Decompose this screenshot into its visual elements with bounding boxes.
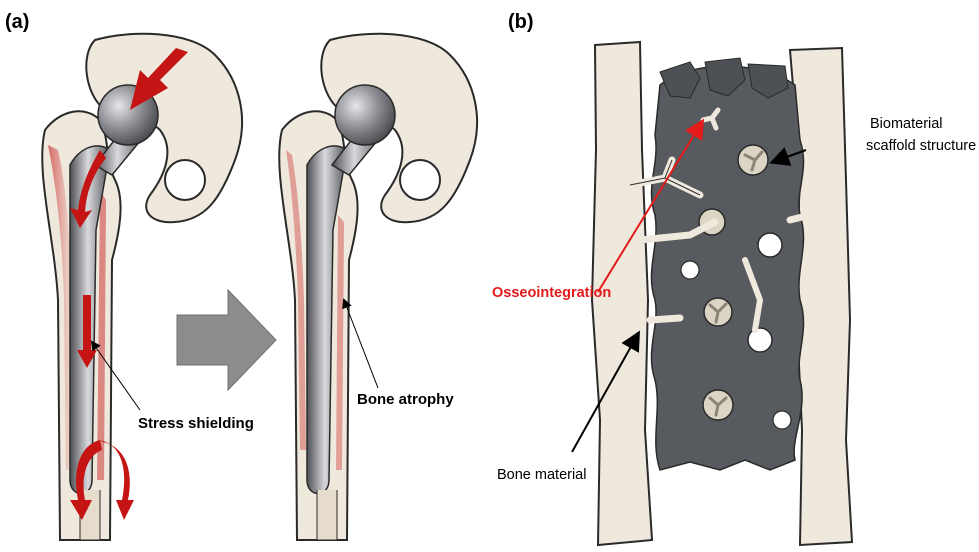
obturator-foramen-right	[400, 160, 440, 200]
biomaterial-label-line2: scaffold structure	[866, 138, 976, 154]
panel-b: (b)	[492, 11, 976, 545]
panel-a: (a) Stress shielding	[5, 11, 477, 540]
panel-b-label: (b)	[508, 11, 534, 33]
femur-with-implant-before: Stress shielding	[42, 34, 254, 540]
scaffold-structure	[630, 58, 810, 470]
biomaterial-label-line1: Biomaterial	[870, 116, 943, 132]
transition-arrow	[177, 290, 276, 390]
bone-material-label: Bone material	[497, 467, 586, 483]
implant-head-right	[335, 85, 395, 145]
canal-right	[317, 490, 337, 540]
femur-with-implant-after: Bone atrophy	[279, 34, 477, 540]
osseointegration-label: Osseointegration	[492, 285, 611, 301]
stress-shielding-label: Stress shielding	[138, 415, 254, 432]
bone-atrophy-label: Bone atrophy	[357, 391, 454, 408]
obturator-foramen-left	[165, 160, 205, 200]
panel-a-label: (a)	[5, 11, 29, 33]
